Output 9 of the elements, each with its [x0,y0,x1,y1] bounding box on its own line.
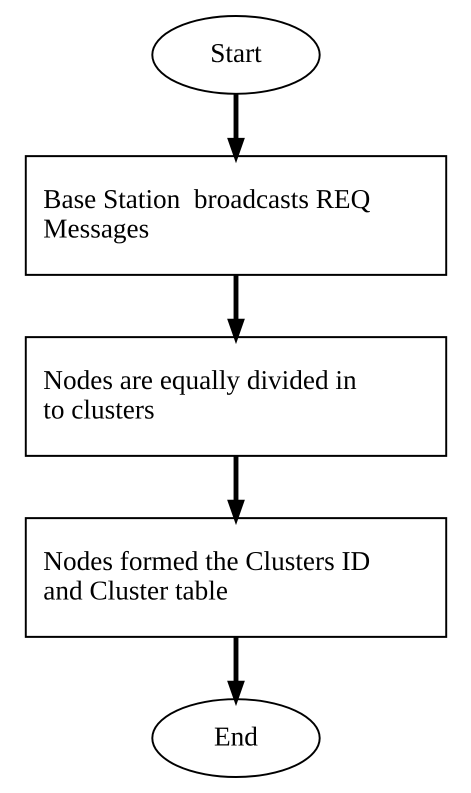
node-ellipse: End [150,698,320,778]
node-box: Base Station broadcasts REQ Messages [24,155,447,276]
arrow [226,636,244,706]
arrow [226,274,244,344]
arrow [226,94,244,164]
arrow [226,456,244,526]
node-box: Nodes are equally divided in to clusters [24,336,447,457]
node-box: Nodes formed the Clusters ID and Cluster table [24,517,447,638]
node-ellipse: Start [150,15,320,95]
